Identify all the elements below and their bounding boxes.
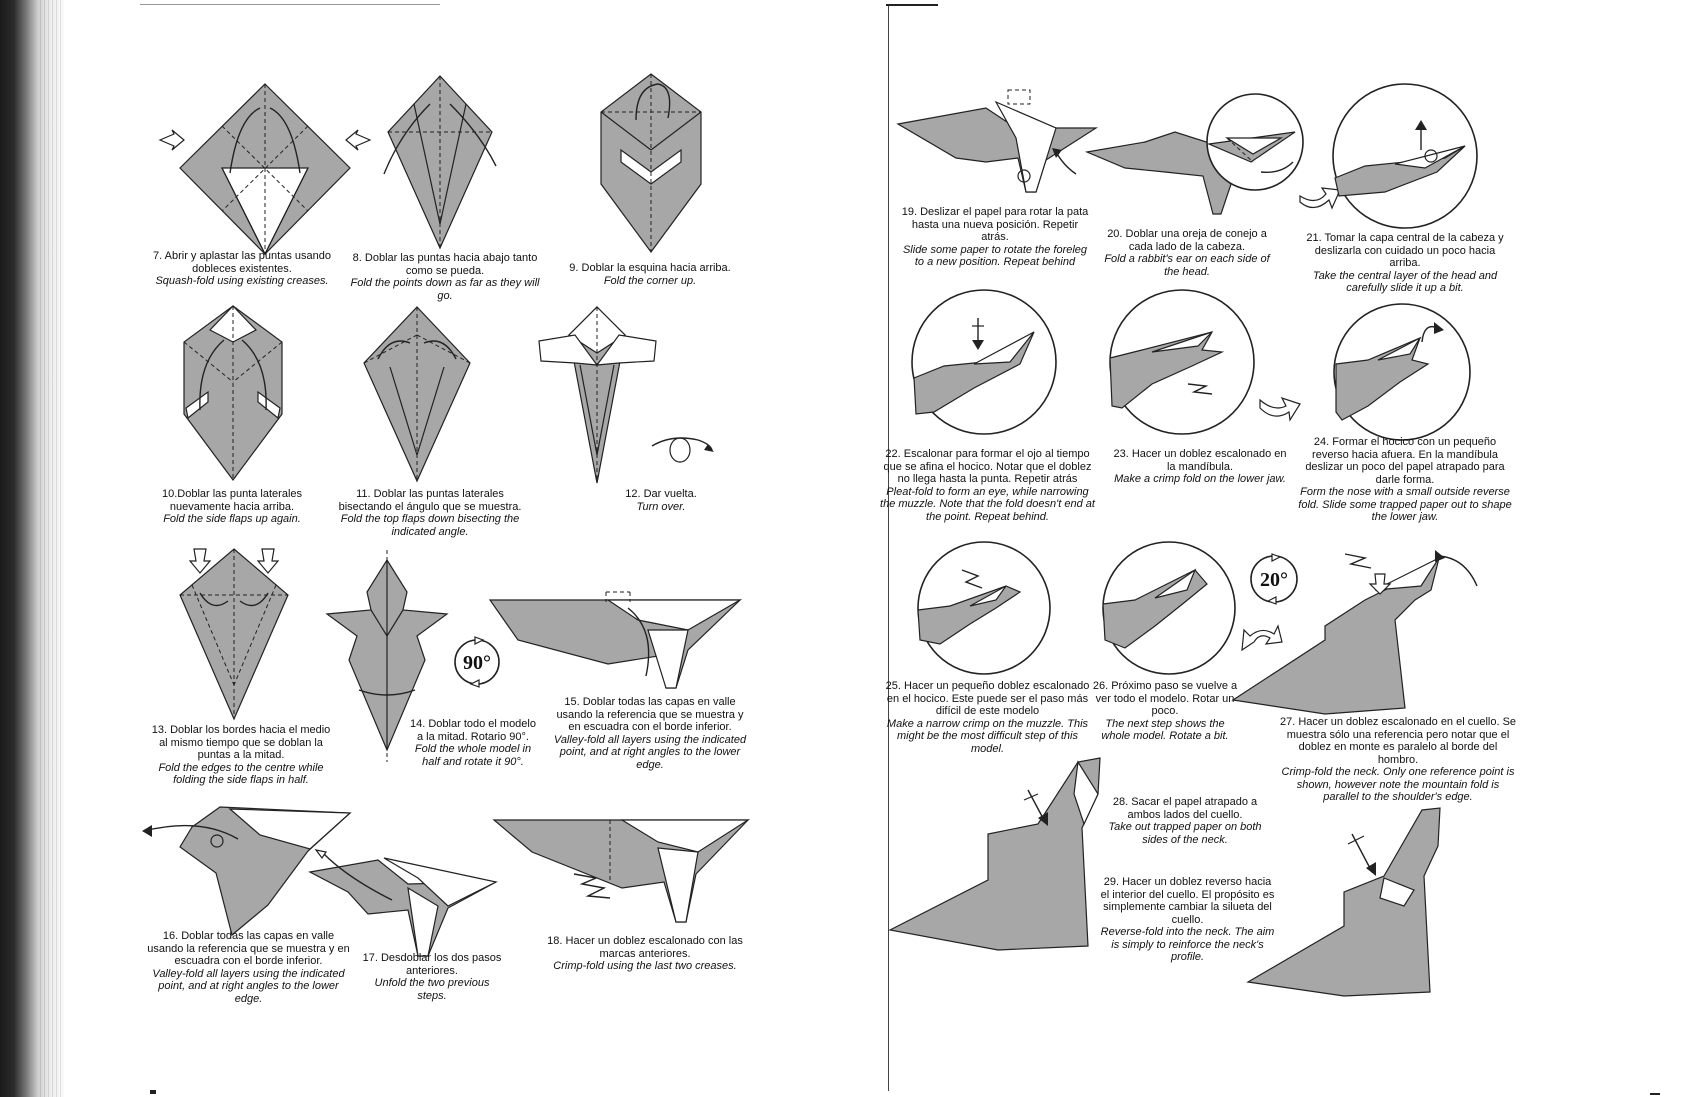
squash-arrow-icon xyxy=(345,129,372,151)
step-20 xyxy=(1084,92,1304,217)
step-15-diagram xyxy=(488,591,743,689)
step-16 xyxy=(140,805,355,940)
top-rule xyxy=(140,4,440,5)
svg-text:90°: 90° xyxy=(463,652,491,674)
step-9-diagram xyxy=(600,73,702,254)
step-25-caption: 25. Hacer un pequeño doblez escalonado e… xyxy=(885,680,1090,755)
step-10-diagram xyxy=(183,305,283,482)
hollow-arrow-icon xyxy=(1298,180,1342,214)
corner-mark xyxy=(150,1090,156,1094)
top-rule xyxy=(886,4,938,6)
step-26-diagram xyxy=(1102,541,1236,675)
step-14-diagram xyxy=(325,550,449,762)
step-17 xyxy=(308,848,498,958)
step-28-caption: 28. Sacar el papel atrapado a ambos lado… xyxy=(1108,796,1262,846)
left-page: 7. Abrir y aplastar las puntas usando do… xyxy=(140,72,752,1005)
step-17-diagram xyxy=(308,849,498,957)
step-14 xyxy=(325,550,450,765)
step-24-caption: 24. Formar el hocico con un pequeño reve… xyxy=(1298,436,1512,523)
step-11-caption: 11. Doblar las puntas laterales bisectan… xyxy=(338,488,522,538)
step-25 xyxy=(910,540,1060,680)
step-7-diagram xyxy=(158,83,372,256)
step-26 xyxy=(1095,540,1245,680)
step-22 xyxy=(904,288,1064,438)
crimp-zigzag-icon xyxy=(573,873,611,899)
right-page: 19. Deslizar el papel para rotar la pata… xyxy=(880,0,1700,1097)
step-26-caption: 26. Próximo paso se vuelve a ver todo el… xyxy=(1092,680,1238,742)
step-12-caption: 12. Dar vuelta. Turn over. xyxy=(625,488,697,513)
hollow-arrow-icon xyxy=(1258,392,1302,426)
step-13-caption: 13. Doblar los bordes hacia el medio al … xyxy=(151,724,331,786)
step-10 xyxy=(178,302,288,484)
step-7 xyxy=(158,78,372,268)
step-18-diagram xyxy=(492,819,751,923)
rotate-icon: 90° xyxy=(453,636,501,688)
step-29-caption: 29. Hacer un doblez reverso hacia el int… xyxy=(1100,876,1275,963)
step-7-caption: 7. Abrir y aplastar las puntas usando do… xyxy=(153,250,331,287)
step-8-diagram xyxy=(383,75,497,250)
step-29-diagram xyxy=(1246,807,1441,997)
book-binding-edge xyxy=(0,0,64,1097)
step-20-diagram xyxy=(1084,93,1304,215)
crimp-zigzag-icon xyxy=(961,569,983,589)
step-22-diagram xyxy=(911,289,1057,435)
step-19 xyxy=(896,88,1106,200)
step-27-diagram xyxy=(1231,550,1478,715)
step-11-diagram xyxy=(363,306,471,483)
step-25-diagram xyxy=(917,541,1051,675)
step-21-caption: 21. Tomar la capa central de la cabeza y… xyxy=(1306,232,1504,294)
squash-arrow-icon xyxy=(158,129,185,151)
step-20-caption: 20. Doblar una oreja de conejo a cada la… xyxy=(1104,228,1270,278)
step-13 xyxy=(172,545,297,723)
step-16-caption: 16. Doblar todas las capas en valle usan… xyxy=(147,930,350,1005)
step-12 xyxy=(535,305,660,487)
crimp-zigzag-icon xyxy=(1187,383,1213,395)
step-17-caption: 17. Desdoblar los dos pasos anteriores. … xyxy=(362,952,502,1002)
step-13-diagram xyxy=(179,548,289,721)
squash-arrow-icon xyxy=(188,548,212,574)
step-19-diagram xyxy=(896,89,1099,193)
step-21 xyxy=(1325,82,1485,230)
step-8 xyxy=(380,74,500,252)
step-27 xyxy=(1225,530,1495,720)
step-9 xyxy=(596,72,706,257)
step-28 xyxy=(888,754,1108,954)
step-19-caption: 19. Deslizar el papel para rotar la pata… xyxy=(901,206,1089,268)
step-18 xyxy=(492,812,752,927)
step-9-caption: 9. Doblar la esquina hacia arriba. Fold … xyxy=(569,262,731,287)
step-21-diagram xyxy=(1332,83,1478,229)
step-22-caption: 22. Escalonar para formar el ojo al tiem… xyxy=(880,448,1095,523)
squash-arrow-icon xyxy=(1368,573,1392,595)
step-29 xyxy=(1244,806,1499,997)
step-8-caption: 8. Doblar las puntas hacia abajo tanto c… xyxy=(350,252,540,302)
step-15 xyxy=(488,590,743,690)
svg-text:20°: 20° xyxy=(1260,569,1288,591)
rotate-icon: 20° xyxy=(1248,552,1300,606)
step-23-diagram xyxy=(1109,289,1255,435)
step-11 xyxy=(360,305,475,485)
step-24 xyxy=(1328,302,1478,447)
step-27-caption: 27. Hacer un doblez escalonado en el cue… xyxy=(1279,716,1517,803)
gutter-line xyxy=(888,6,889,1091)
step-12-diagram xyxy=(538,306,657,484)
step-23-caption: 23. Hacer un doblez escalonado en la man… xyxy=(1113,448,1287,485)
hollow-arrow-icon xyxy=(1240,622,1284,656)
step-16-diagram xyxy=(142,806,352,937)
step-28-diagram xyxy=(888,757,1101,951)
step-14-caption: 14. Doblar todo el modelo a la mitad. Ro… xyxy=(410,718,536,768)
page-stack-lines xyxy=(40,0,64,1097)
step-18-caption: 18. Hacer un doblez escalonado con las m… xyxy=(547,935,743,972)
step-15-caption: 15. Doblar todas las capas en valle usan… xyxy=(553,696,747,771)
step-10-caption: 10.Doblar las punta laterales nuevamente… xyxy=(161,488,303,525)
squash-arrow-icon xyxy=(256,548,280,574)
corner-mark xyxy=(1650,1093,1660,1095)
step-24-diagram xyxy=(1333,303,1471,441)
crimp-zigzag-icon xyxy=(1344,553,1372,569)
step-23 xyxy=(1102,288,1262,438)
turn-over-icon xyxy=(651,432,716,468)
